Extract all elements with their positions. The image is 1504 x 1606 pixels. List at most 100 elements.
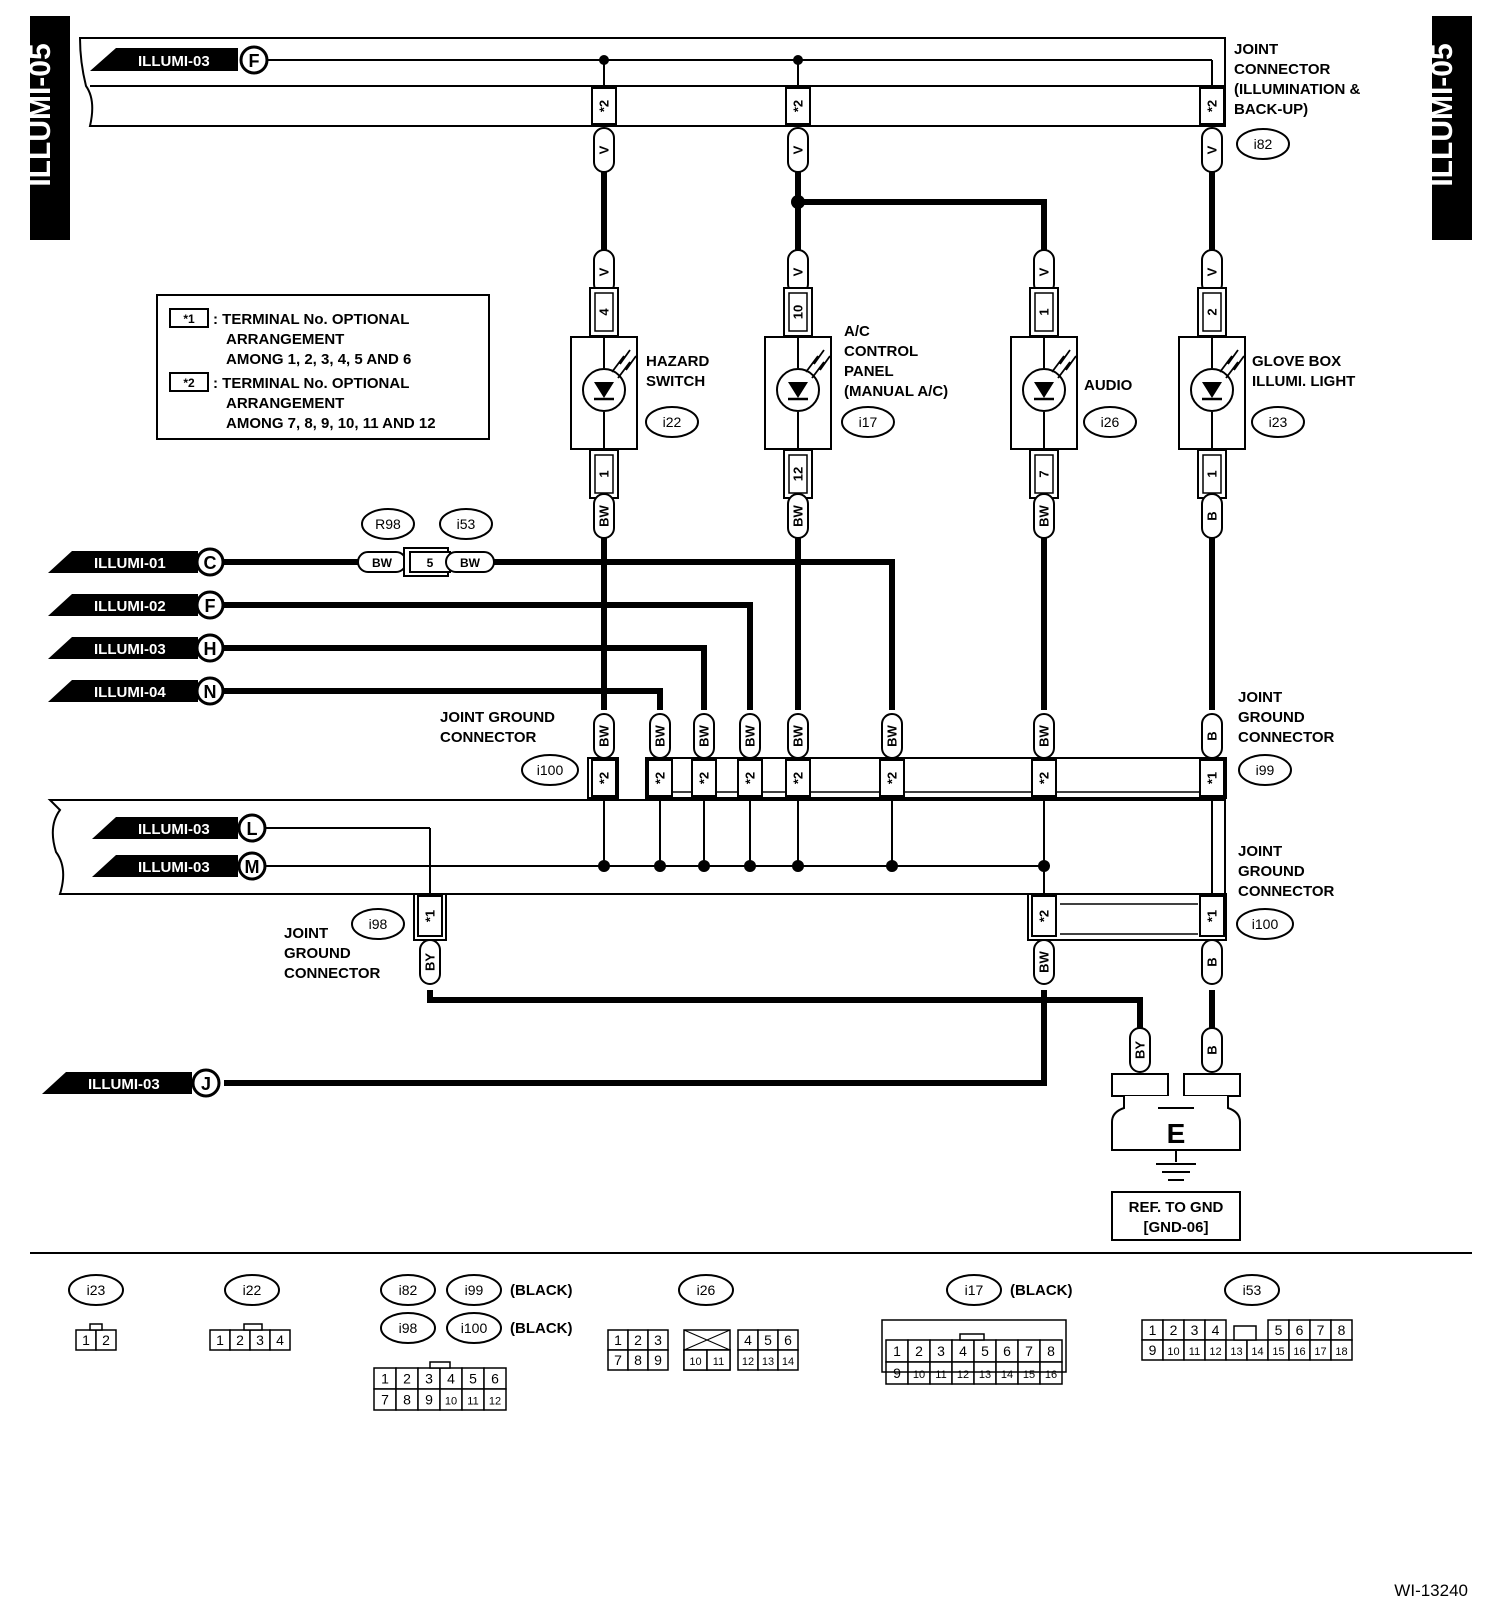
svg-text:i53: i53	[1243, 1282, 1262, 1298]
svg-text:4: 4	[1212, 1322, 1220, 1338]
i100-terminal-bw: *2	[1031, 895, 1057, 937]
svg-text:12: 12	[957, 1369, 969, 1381]
i98-terminal-text: *1	[423, 910, 438, 922]
svg-text:2: 2	[403, 1371, 411, 1387]
joint-terminal-5-text: *2	[885, 772, 900, 784]
svg-text:12: 12	[489, 1396, 501, 1408]
ref-illumi01-c[interactable]: ILLUMI-01 C	[48, 547, 225, 577]
ref-illumi03-m[interactable]: ILLUMI-03 M	[92, 851, 267, 881]
i100-terminal-bw-text: *2	[1037, 910, 1052, 922]
joint-terminal-7: *1	[1199, 759, 1225, 797]
ref-illumi04-n[interactable]: ILLUMI-04 N	[48, 676, 225, 706]
svg-text:11: 11	[713, 1356, 724, 1368]
svg-text:GROUND: GROUND	[284, 945, 351, 962]
ref-illumi03-f-top[interactable]: ILLUMI-03 F	[90, 45, 269, 75]
svg-text:E: E	[1167, 1118, 1186, 1149]
svg-text:CONNECTOR: CONNECTOR	[440, 729, 537, 746]
svg-text:: TERMINAL No. OPTIONAL: : TERMINAL No. OPTIONAL	[213, 375, 409, 392]
generated-marks: *2V*2V*2VV4i221BWV10i1712BWV1i267BWV2i23…	[417, 87, 1305, 1073]
i82-label: JOINT CONNECTOR (ILLUMINATION & BACK-UP)…	[1234, 41, 1361, 160]
svg-text:ILLUMI-03: ILLUMI-03	[138, 53, 210, 70]
legend-box: *1 : TERMINAL No. OPTIONAL ARRANGEMENT A…	[156, 294, 490, 440]
label-joint-ground-i100-left: JOINT GROUND CONNECTOR i100	[440, 709, 579, 786]
svg-text:1: 1	[82, 1332, 90, 1348]
wire-joint-2: BW	[693, 713, 715, 759]
svg-text:L: L	[247, 819, 258, 839]
svg-text:JOINT: JOINT	[284, 925, 328, 942]
joint-terminal-5: *2	[879, 759, 905, 797]
ref-illumi02-f[interactable]: ILLUMI-02 F	[48, 590, 225, 620]
svg-text:11: 11	[467, 1396, 478, 1408]
pin-in-i23: 2	[1197, 287, 1227, 337]
svg-text:F: F	[249, 51, 260, 71]
svg-text:C: C	[204, 553, 217, 573]
wire-out-i17: BW	[787, 493, 809, 539]
svg-text:7: 7	[381, 1392, 389, 1408]
view-note-i100: (BLACK)	[510, 1320, 572, 1337]
component-i26	[1010, 336, 1078, 450]
svg-text:i98: i98	[399, 1320, 418, 1336]
svg-text:10: 10	[689, 1356, 701, 1368]
ref-illumi03-h[interactable]: ILLUMI-03 H	[48, 633, 225, 663]
view-note-i99: (BLACK)	[510, 1282, 572, 1299]
svg-text:JOINT: JOINT	[1238, 843, 1282, 860]
svg-text:ILLUMI-04: ILLUMI-04	[94, 684, 166, 701]
pin-out-i22: 1	[589, 449, 619, 499]
svg-text:JOINT: JOINT	[1238, 689, 1282, 706]
i82-terminal-2: *2	[1199, 87, 1225, 125]
svg-text:2: 2	[236, 1332, 244, 1348]
svg-text:[GND-06]: [GND-06]	[1143, 1219, 1208, 1236]
ref-illumi03-j[interactable]: ILLUMI-03 J	[42, 1068, 221, 1098]
svg-text:6: 6	[784, 1332, 792, 1348]
svg-text:ILLUMI-03: ILLUMI-03	[138, 821, 210, 838]
view-note-i17: (BLACK)	[1010, 1282, 1072, 1299]
wire-b-ground-text: B	[1205, 1045, 1220, 1054]
svg-text:GLOVE BOX: GLOVE BOX	[1252, 353, 1341, 370]
pin-in-i17-text: 10	[791, 305, 806, 319]
svg-text:CONNECTOR: CONNECTOR	[284, 965, 381, 982]
label-joint-ground-i100-right: JOINT GROUND CONNECTOR i100	[1236, 843, 1335, 940]
wire-v-top-0-text: V	[597, 145, 612, 154]
wire-joint-1: BW	[649, 713, 671, 759]
svg-text:R98: R98	[375, 516, 401, 532]
svg-text:9: 9	[425, 1392, 433, 1408]
svg-text:14: 14	[1001, 1369, 1013, 1381]
svg-text:10: 10	[913, 1369, 925, 1381]
wire-out-i23: B	[1201, 493, 1223, 539]
svg-text:i82: i82	[399, 1282, 418, 1298]
joint-terminal-0-text: *2	[597, 772, 612, 784]
view-code-i53: i53	[1224, 1274, 1280, 1306]
svg-text:12: 12	[1209, 1346, 1221, 1358]
svg-text:7: 7	[1317, 1322, 1325, 1338]
svg-text:3: 3	[654, 1332, 662, 1348]
joint-terminal-6-text: *2	[1037, 772, 1052, 784]
wire-joint-4: BW	[787, 713, 809, 759]
ref-illumi03-l[interactable]: ILLUMI-03 L	[92, 813, 267, 843]
svg-text:CONTROL: CONTROL	[844, 343, 918, 360]
wire-v-top-0: V	[593, 127, 615, 173]
svg-text:6: 6	[491, 1371, 499, 1387]
svg-text:GROUND: GROUND	[1238, 863, 1305, 880]
svg-text:1: 1	[614, 1332, 622, 1348]
component-i22	[570, 336, 638, 450]
svg-text:i22: i22	[663, 414, 682, 430]
svg-text:N: N	[204, 682, 217, 702]
svg-text:3: 3	[256, 1332, 264, 1348]
pin-out-i26: 7	[1029, 449, 1059, 499]
joint-terminal-1-text: *2	[653, 772, 668, 784]
pin-out-i23: 1	[1197, 449, 1227, 499]
label-joint-ground-i98: i98 JOINT GROUND CONNECTOR	[284, 908, 405, 982]
svg-text:ILLUMI-05: ILLUMI-05	[24, 43, 57, 186]
joint-terminal-1: *2	[647, 759, 673, 797]
svg-text:PANEL: PANEL	[844, 363, 894, 380]
svg-text:i82: i82	[1254, 136, 1273, 152]
wire-by-ground: BY	[1129, 1027, 1151, 1073]
svg-text:13: 13	[979, 1369, 991, 1381]
ground-point-e: E REF. TO GND [GND-06]	[1111, 1073, 1241, 1241]
svg-text:ILLUMI-02: ILLUMI-02	[94, 598, 166, 615]
component-i17	[764, 336, 832, 450]
